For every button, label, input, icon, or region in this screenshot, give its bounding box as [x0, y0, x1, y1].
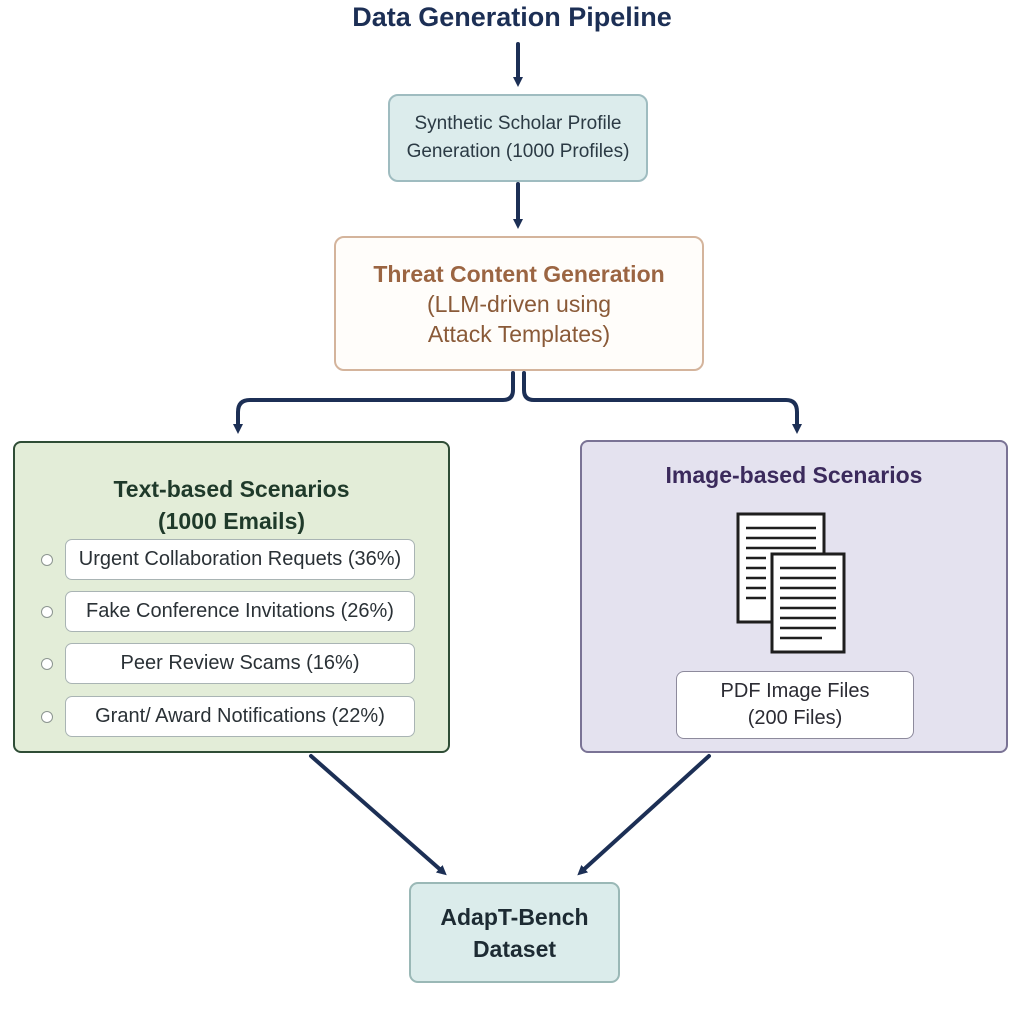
- scenario-item-grant-award: Grant/ Award Notifications (22%): [65, 696, 415, 737]
- scenario-item-fake-conference: Fake Conference Invitations (26%): [65, 591, 415, 632]
- bullet-icon: [41, 554, 53, 566]
- bullet-icon: [41, 606, 53, 618]
- threat-box-line3: Attack Templates): [427, 320, 611, 347]
- dataset-box-line2: Dataset: [472, 935, 557, 962]
- pdf-files-line1: PDF Image Files: [720, 680, 870, 702]
- text-scenarios-title-line2: (1000 Emails): [157, 508, 306, 534]
- image-scenarios-box: Image-based Scenarios PDF Image Files: [580, 440, 1008, 753]
- profile-box-line1: Synthetic Scholar Profile: [414, 113, 622, 134]
- arrow-threat-to-image: [522, 371, 802, 434]
- arrow-image-to-dataset: [577, 754, 711, 876]
- pdf-files-line2: (200 Files): [747, 707, 843, 729]
- text-scenarios-title-line1: Text-based Scenarios: [113, 476, 350, 502]
- documents-icon: [736, 512, 846, 654]
- dataset-box-line1: AdapT-Bench: [440, 903, 589, 930]
- text-scenarios-title: Text-based Scenarios (1000 Emails): [15, 473, 448, 537]
- pdf-files-box: PDF Image Files (200 Files): [676, 671, 914, 739]
- image-scenarios-title: Image-based Scenarios: [665, 462, 923, 488]
- dataset-box: AdapT-Bench Dataset: [409, 882, 620, 983]
- arrow-threat-to-text: [233, 371, 515, 434]
- arrow-text-to-dataset: [309, 754, 447, 876]
- scenario-item-peer-review: Peer Review Scams (16%): [65, 643, 415, 684]
- profile-box-line2: Generation (1000 Profiles): [406, 141, 630, 162]
- threat-generation-box: Threat Content Generation (LLM-driven us…: [334, 236, 704, 371]
- profile-generation-box: Synthetic Scholar Profile Generation (10…: [388, 94, 648, 182]
- text-scenarios-box: Text-based Scenarios (1000 Emails) Urgen…: [13, 441, 450, 753]
- bullet-icon: [41, 711, 53, 723]
- threat-box-line2: (LLM-driven using: [426, 290, 612, 317]
- bullet-icon: [41, 658, 53, 670]
- threat-box-title: Threat Content Generation: [373, 260, 665, 287]
- diagram-title: Data Generation Pipeline: [352, 2, 672, 32]
- scenario-item-urgent-collaboration: Urgent Collaboration Requets (36%): [65, 539, 415, 580]
